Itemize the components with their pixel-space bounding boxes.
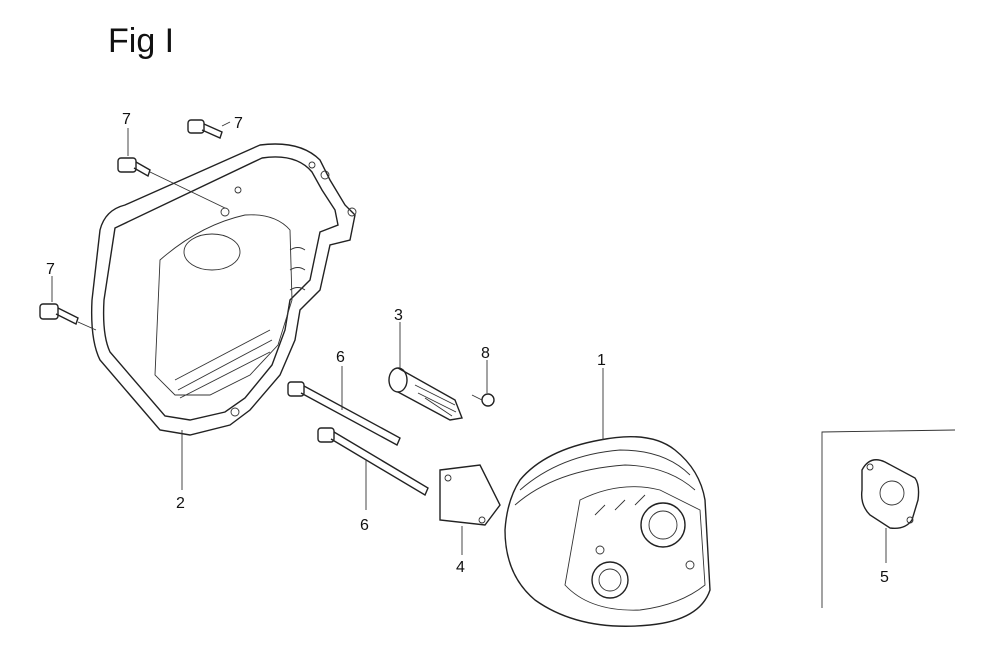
callout-screw: 8	[481, 345, 490, 362]
gasket-inset	[860, 459, 920, 530]
callout-gasket-inset: 5	[880, 569, 889, 586]
callout-bolt-top-left: 7	[122, 111, 131, 128]
spark-arrester	[388, 367, 463, 421]
callout-bolt-top-right: 7	[234, 115, 243, 132]
bolt-top-right	[187, 119, 223, 139]
muffler	[504, 435, 711, 627]
callout-spark-arrester: 3	[394, 307, 403, 324]
gasket-small	[439, 464, 501, 526]
leader-lines	[51, 121, 887, 563]
bolt-upper	[287, 381, 401, 446]
callout-gasket-small: 4	[456, 559, 465, 576]
callout-bolt-upper: 6	[336, 349, 345, 366]
bolt-left	[39, 303, 97, 331]
callout-bolt-lower: 6	[360, 517, 369, 534]
screw	[471, 393, 495, 407]
bolt-top-left	[117, 157, 226, 209]
figure-title: Fig I	[108, 22, 175, 60]
callout-muffler-protector: 2	[176, 495, 185, 512]
bolt-lower	[317, 427, 429, 497]
callout-bolt-left: 7	[46, 261, 55, 278]
inset-frame	[821, 429, 956, 608]
muffler-protector	[90, 143, 357, 436]
callout-muffler: 1	[597, 352, 606, 369]
